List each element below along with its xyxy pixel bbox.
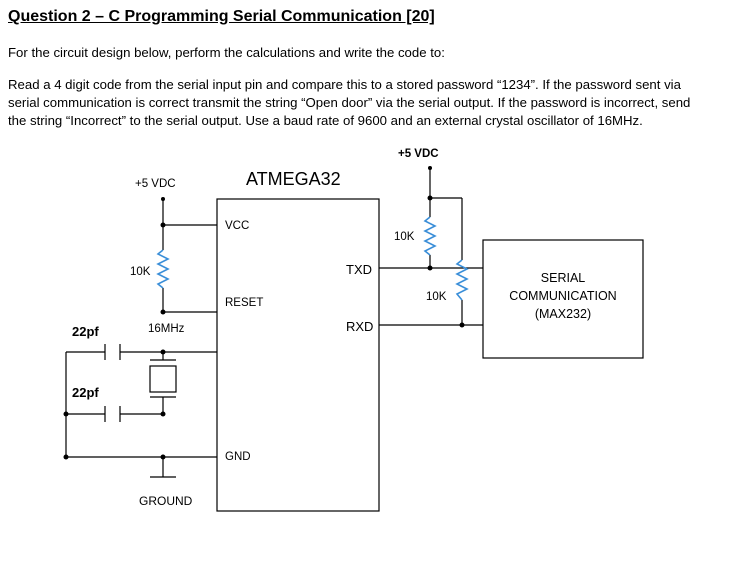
- ground-label: GROUND: [139, 494, 193, 508]
- question-body: Read a 4 digit code from the serial inpu…: [8, 76, 690, 130]
- resistor-rxd-icon: [455, 259, 469, 301]
- serial-box-line: (MAX232): [535, 307, 591, 321]
- question-body-line: serial communication is correct transmit…: [8, 95, 691, 110]
- pin-rxd-label: RXD: [346, 319, 373, 334]
- atmega32-chip: [216, 198, 380, 512]
- cap-bottom-label: 22pf: [72, 385, 99, 400]
- crystal-label: 16MHz: [148, 323, 185, 335]
- chip-name: ATMEGA32: [246, 169, 341, 189]
- wires: [65, 168, 644, 512]
- supply-left-label: +5 VDC: [135, 178, 176, 190]
- serial-box-line: COMMUNICATION: [509, 289, 616, 303]
- crystal-oscillator: [149, 365, 177, 393]
- question-body-line: Read a 4 digit code from the serial inpu…: [8, 77, 681, 92]
- question-intro: For the circuit design below, perform th…: [8, 45, 445, 60]
- junction-dots: [63, 166, 465, 460]
- resistor-txd-icon: [423, 216, 437, 256]
- question-body-line: the string “Incorrect” to the serial out…: [8, 113, 643, 128]
- resistor-txd-label: 10K: [394, 231, 415, 243]
- resistor-rxd-label: 10K: [426, 291, 447, 303]
- pin-txd-label: TXD: [346, 262, 372, 277]
- resistor-reset-icon: [156, 249, 170, 289]
- pin-gnd-label: GND: [225, 451, 251, 463]
- pin-reset-label: RESET: [225, 297, 263, 309]
- serial-box-line: SERIAL: [541, 271, 586, 285]
- resistor-reset-label: 10K: [130, 266, 151, 278]
- question-heading: Question 2 – C Programming Serial Commun…: [8, 8, 435, 25]
- pin-vcc-label: VCC: [225, 220, 249, 232]
- supply-right-label: +5 VDC: [398, 148, 439, 160]
- cap-top-label: 22pf: [72, 324, 99, 339]
- serial-communication-box: [482, 239, 644, 359]
